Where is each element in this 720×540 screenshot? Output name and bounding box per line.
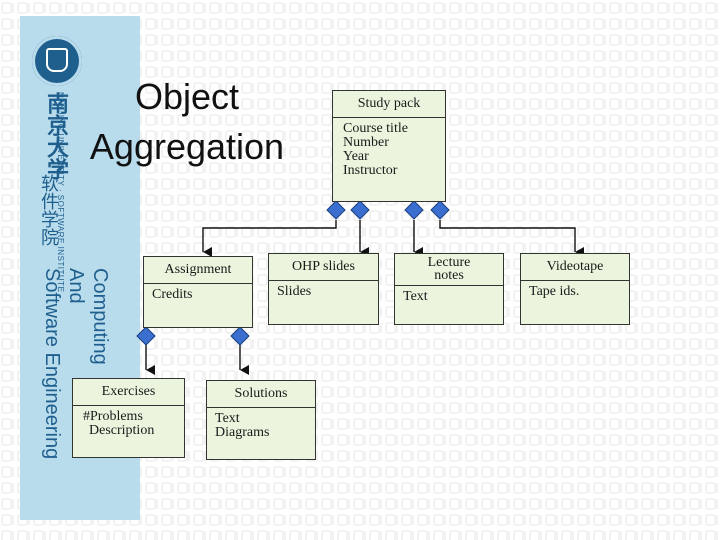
department-line3: Software Engineering — [41, 268, 63, 460]
attr: Slides — [277, 284, 312, 299]
department-line1: Computing — [89, 268, 111, 365]
attr: Text — [215, 411, 240, 426]
class-name-line1: Lecture — [427, 255, 471, 270]
department-line2: And — [65, 268, 87, 304]
attr: #Problems — [83, 409, 143, 424]
attr: Description — [89, 423, 155, 438]
class-exercises: Exercises #Problems Description — [72, 378, 185, 458]
attr: Diagrams — [215, 425, 270, 440]
class-attributes: #Problems Description — [73, 406, 184, 442]
diamond-5 — [136, 326, 156, 346]
edge-studypack-assignment — [202, 220, 337, 257]
class-lecture-notes: Lecture notes Text — [394, 253, 504, 325]
university-name-cn: 南京大学 — [43, 92, 69, 180]
class-videotape: Videotape Tape ids. — [520, 253, 630, 325]
attr: Credits — [152, 287, 193, 302]
university-logo — [32, 36, 82, 86]
institute-name-cn: 软件学院 — [39, 174, 59, 246]
university-name-en: NANJING UNIVERSITY · SOFTWARE INSTITUTE — [56, 92, 65, 293]
class-attributes: Text — [395, 286, 503, 308]
class-name-line2: notes — [434, 268, 464, 283]
diamond-2 — [350, 200, 370, 220]
diamond-4 — [430, 200, 450, 220]
diamond-3 — [404, 200, 424, 220]
attr: Number — [343, 135, 389, 150]
class-attributes: Text Diagrams — [207, 408, 315, 444]
class-ohp-slides: OHP slides Slides — [268, 253, 379, 325]
attr: Text — [403, 289, 428, 304]
class-name: Videotape — [521, 254, 629, 281]
class-attributes: Tape ids. — [521, 281, 629, 303]
class-name: Lecture notes — [395, 254, 503, 286]
class-attributes: Course title Number Year Instructor — [333, 118, 445, 182]
class-name: Exercises — [73, 379, 184, 406]
class-attributes: Credits — [144, 284, 252, 306]
slide-title-line1: Object — [134, 76, 240, 117]
slide-title: Object Aggregation — [72, 72, 302, 172]
class-solutions: Solutions Text Diagrams — [206, 380, 316, 460]
diamond-6 — [230, 326, 250, 346]
class-attributes: Slides — [269, 281, 378, 303]
class-name: Assignment — [144, 257, 252, 284]
slide-title-line2: Aggregation — [89, 126, 285, 167]
attr: Course title — [343, 121, 408, 136]
attr: Year — [343, 149, 369, 164]
edge-studypack-videotape — [439, 220, 584, 257]
class-name: OHP slides — [269, 254, 378, 281]
attr: Instructor — [343, 163, 398, 178]
class-study-pack: Study pack Course title Number Year Inst… — [332, 90, 446, 202]
department-name: Computing And Software Engineering — [40, 268, 112, 459]
class-name: Solutions — [207, 381, 315, 408]
attr: Tape ids. — [529, 284, 580, 299]
class-assignment: Assignment Credits — [143, 256, 253, 328]
class-name: Study pack — [333, 91, 445, 118]
diamond-1 — [326, 200, 346, 220]
